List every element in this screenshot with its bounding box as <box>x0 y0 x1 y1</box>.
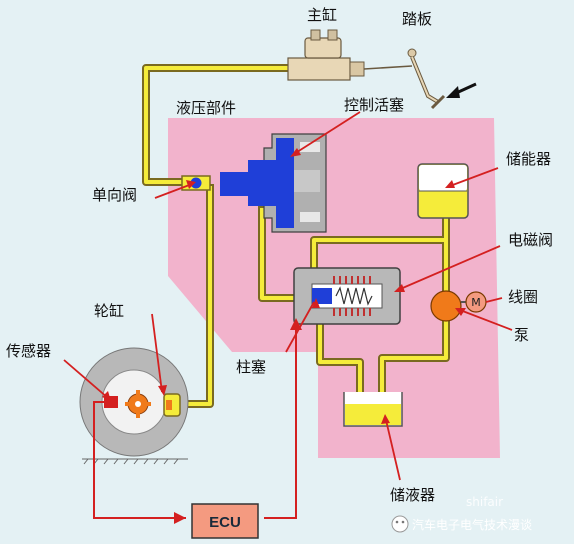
solenoid-coil <box>333 276 371 316</box>
label-master-cylinder: 主缸 <box>307 6 337 24</box>
check-valve <box>181 175 211 191</box>
svg-text:ECU: ECU <box>209 514 241 531</box>
watermark-site: shifair <box>466 495 503 509</box>
brake-pedal <box>407 48 446 110</box>
master-cylinder <box>287 29 413 81</box>
label-solenoid-valve: 电磁阀 <box>508 231 553 249</box>
solenoid-plunger <box>312 288 332 304</box>
fluid-pipes <box>142 64 450 408</box>
label-plunger: 柱塞 <box>236 358 266 376</box>
leader-arrowheads <box>102 148 466 424</box>
solenoid-valve <box>293 267 401 325</box>
label-pedal: 踏板 <box>402 10 432 28</box>
solenoid-spring <box>335 286 373 306</box>
label-hydraulic-unit: 液压部件 <box>176 99 236 117</box>
wheel-cylinder <box>163 393 181 417</box>
reservoir-lower <box>343 392 403 427</box>
control-piston-block <box>220 133 327 233</box>
pedal-force-arrow <box>446 82 477 98</box>
ecu-box: ECU <box>191 503 259 539</box>
leader-lines <box>63 111 513 481</box>
label-coil: 线圈 <box>508 288 538 306</box>
wheel-assembly <box>79 347 189 465</box>
watermark: shifair 汽车电子电气技术漫谈 <box>391 495 532 533</box>
wechat-icon <box>391 515 409 533</box>
ecu-wiring <box>93 322 297 519</box>
svg-text:M: M <box>471 296 481 309</box>
accumulator <box>417 163 469 219</box>
label-control-piston: 控制活塞 <box>344 96 404 114</box>
motor: M <box>465 291 487 313</box>
ground-hatch <box>82 458 188 465</box>
label-sensor: 传感器 <box>6 342 51 360</box>
pump <box>430 290 462 322</box>
label-check-valve: 单向阀 <box>92 186 137 204</box>
label-pump: 泵 <box>514 326 529 344</box>
label-reservoir: 储液器 <box>390 486 435 504</box>
tone-ring-gear <box>125 390 151 418</box>
watermark-text: 汽车电子电气技术漫谈 <box>412 517 532 532</box>
label-accumulator: 储能器 <box>506 150 551 168</box>
label-wheel-cylinder: 轮缸 <box>94 302 124 320</box>
